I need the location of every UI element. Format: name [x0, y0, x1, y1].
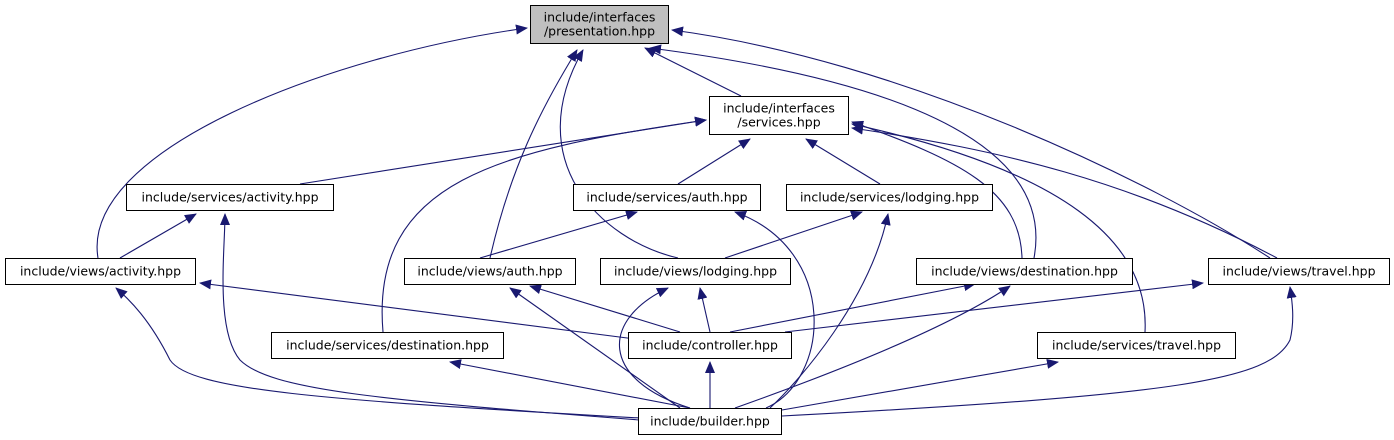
edge-controller-to-view_auth	[529, 284, 681, 333]
node-label: include/views/auth.hpp	[417, 264, 562, 279]
node-box	[1208, 258, 1390, 285]
edge-builder-to-svc_lodging	[769, 213, 891, 409]
edge-builder-to-view_activity	[115, 287, 641, 419]
edge-builder-to-svc_activity	[219, 213, 641, 421]
node-box	[916, 258, 1133, 285]
node-box	[126, 184, 334, 211]
node-box	[404, 258, 576, 285]
node-box	[5, 258, 196, 285]
node-presentation[interactable]: include/interfaces/presentation.hpp	[530, 5, 669, 44]
edge-builder-to-svc_destination	[449, 359, 691, 409]
node-label: /presentation.hpp	[544, 24, 655, 39]
node-label: include/controller.hpp	[642, 338, 778, 353]
file-nodes: include/interfaces/presentation.hppinclu…	[5, 5, 1390, 435]
edge-view_lodging-to-svc_lodging	[724, 210, 863, 259]
edge-controller-to-view_travel	[784, 279, 1204, 333]
node-svc-auth[interactable]: include/services/auth.hpp	[573, 184, 761, 211]
edge-services_if-to-presentation	[644, 47, 742, 97]
edge-view_travel-to-presentation	[671, 26, 1271, 259]
node-label: include/builder.hpp	[650, 414, 770, 429]
edge-view_activity-to-presentation	[96, 24, 528, 259]
edge-controller-to-view_lodging	[697, 287, 711, 333]
node-label: include/views/lodging.hpp	[614, 264, 777, 279]
node-view-lodging[interactable]: include/views/lodging.hpp	[600, 258, 791, 285]
node-controller[interactable]: include/controller.hpp	[628, 332, 792, 359]
edge-builder-to-svc_auth	[734, 211, 815, 409]
node-view-activity[interactable]: include/views/activity.hpp	[5, 258, 196, 285]
edge-svc_destination-to-services_if	[381, 116, 707, 333]
node-label: include/interfaces	[723, 101, 835, 116]
edge-controller-to-view_destination	[729, 281, 976, 333]
node-box	[1037, 332, 1236, 359]
edge-view_destination-to-presentation	[649, 44, 1037, 259]
dependency-edges	[96, 24, 1297, 421]
node-box	[709, 96, 849, 135]
node-label: include/views/destination.hpp	[931, 264, 1118, 279]
edge-svc_lodging-to-services_if	[805, 138, 881, 185]
edge-builder-to-view_destination	[734, 285, 1011, 409]
edge-svc_auth-to-services_if	[677, 138, 751, 185]
node-builder[interactable]: include/builder.hpp	[638, 408, 782, 435]
node-services-if[interactable]: include/interfaces/services.hpp	[709, 96, 849, 135]
node-label: include/views/activity.hpp	[20, 264, 181, 279]
edge-builder-to-view_travel	[781, 286, 1297, 417]
edge-view_destination-to-services_if	[851, 120, 1023, 259]
node-box	[638, 408, 782, 435]
edge-builder-to-view_lodging	[619, 287, 691, 409]
node-box	[530, 5, 669, 44]
node-label: include/services/lodging.hpp	[800, 190, 979, 205]
node-view-auth[interactable]: include/views/auth.hpp	[404, 258, 576, 285]
node-view-travel[interactable]: include/views/travel.hpp	[1208, 258, 1390, 285]
node-svc-lodging[interactable]: include/services/lodging.hpp	[786, 184, 993, 211]
node-label: /services.hpp	[737, 115, 820, 130]
node-label: include/services/activity.hpp	[141, 190, 318, 205]
node-box	[628, 332, 792, 359]
node-box	[573, 184, 761, 211]
node-label: include/services/destination.hpp	[286, 338, 489, 353]
edge-view_lodging-to-presentation	[559, 49, 679, 259]
edge-builder-to-view_auth	[509, 287, 681, 409]
node-label: include/interfaces	[544, 10, 656, 25]
node-label: include/services/auth.hpp	[586, 190, 747, 205]
edge-view_travel-to-services_if	[851, 124, 1278, 259]
edge-view_auth-to-presentation	[489, 49, 578, 259]
node-view-destination[interactable]: include/views/destination.hpp	[916, 258, 1133, 285]
edge-view_activity-to-svc_activity	[119, 213, 197, 259]
edge-builder-to-svc_travel	[781, 358, 1059, 411]
edge-svc_travel-to-services_if	[851, 121, 1146, 333]
edge-view_auth-to-svc_auth	[479, 210, 638, 259]
node-label: include/views/travel.hpp	[1222, 264, 1375, 279]
node-svc-destination[interactable]: include/services/destination.hpp	[271, 332, 504, 359]
node-svc-travel[interactable]: include/services/travel.hpp	[1037, 332, 1236, 359]
node-box	[600, 258, 791, 285]
node-box	[271, 332, 504, 359]
node-svc-activity[interactable]: include/services/activity.hpp	[126, 184, 334, 211]
node-box	[786, 184, 993, 211]
node-label: include/services/travel.hpp	[1052, 338, 1221, 353]
edge-controller-to-view_activity	[199, 279, 636, 340]
